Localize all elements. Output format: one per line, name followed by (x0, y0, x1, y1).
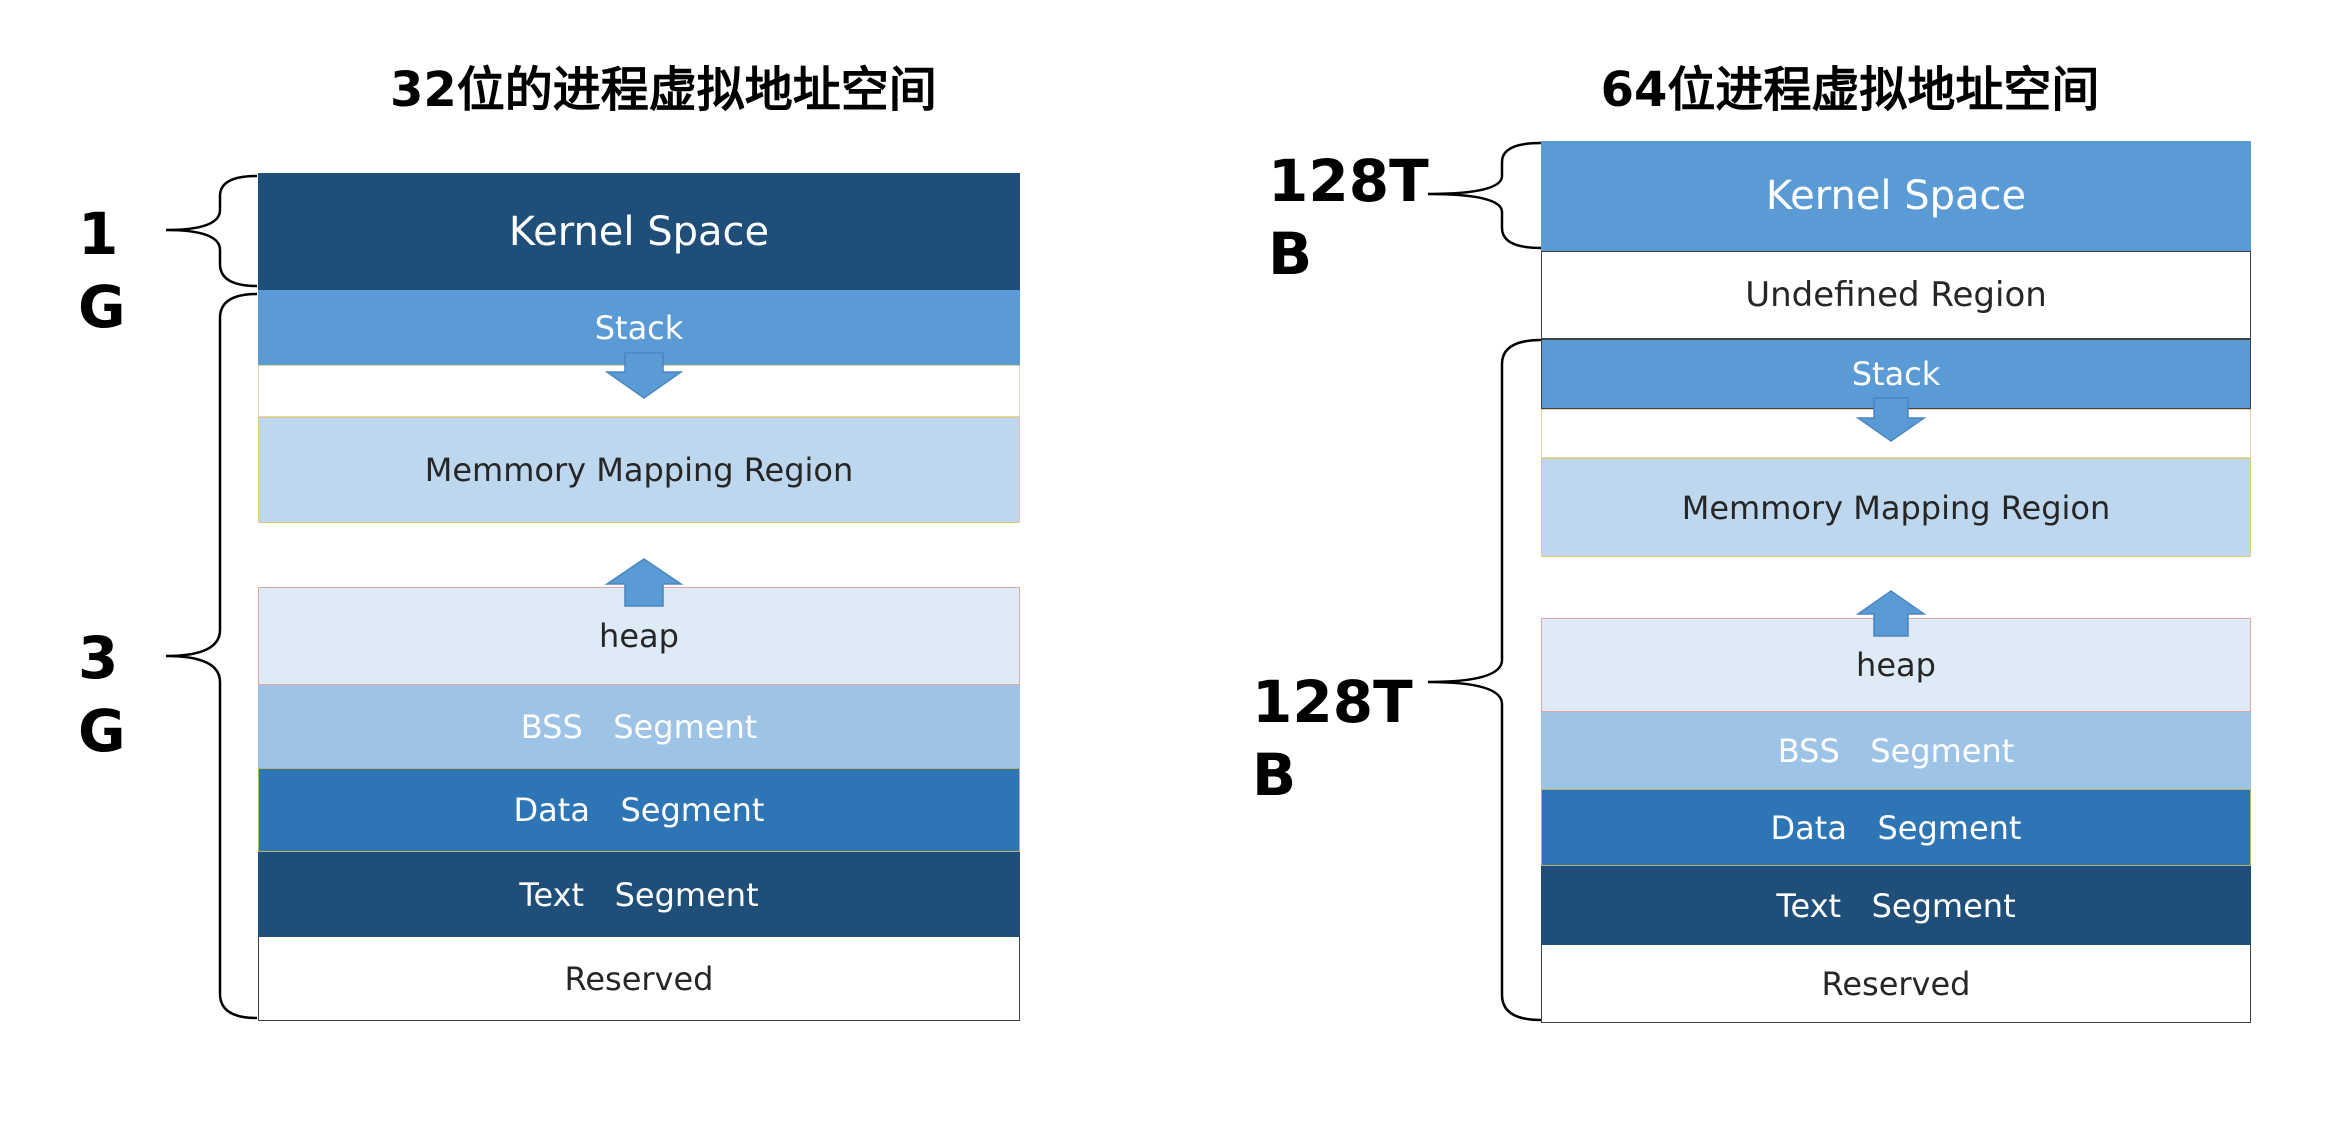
left-kernel-size-line1: 1 (78, 200, 119, 268)
right-text-segment: Text Segment (1541, 866, 2251, 945)
right-user-size-label: 128T B (1252, 666, 1413, 811)
right-user-size-line2: B (1252, 740, 1297, 809)
right-kernel-size-label: 128T B (1268, 145, 1429, 290)
left-kernel-size-label: 1 G (78, 198, 126, 343)
right-kernel-space-segment: Kernel Space (1541, 141, 2251, 251)
right-heap-up-arrow-icon (1855, 590, 1927, 637)
left-user-size-line1: 3 (78, 624, 119, 692)
left-kernel-size-line2: G (78, 272, 126, 341)
left-text-segment: Text Segment (258, 852, 1020, 937)
right-diagram-title: 64位进程虚拟地址空间 (1600, 62, 2100, 118)
right-user-size-line1: 128T (1252, 668, 1413, 736)
left-data-segment: Data Segment (258, 768, 1020, 852)
left-user-size-label: 3 G (78, 622, 126, 767)
left-kernel-brace (165, 174, 258, 288)
right-data-segment: Data Segment (1541, 789, 2251, 866)
left-bss-segment: BSS Segment (258, 685, 1020, 768)
left-address-space-stack: Kernel Space Stack Memmory Mapping Regio… (258, 173, 1020, 1021)
left-reserved-segment: Reserved (258, 937, 1020, 1021)
left-heap-up-arrow-icon (604, 558, 684, 607)
right-kernel-brace (1427, 141, 1542, 250)
left-stack-down-arrow-icon (604, 352, 684, 399)
right-bss-segment: BSS Segment (1541, 712, 2251, 789)
left-mmap-segment: Memmory Mapping Region (258, 417, 1020, 523)
left-user-size-line2: G (78, 696, 126, 765)
right-kernel-size-line2: B (1268, 219, 1313, 288)
right-mmap-segment: Memmory Mapping Region (1541, 458, 2251, 557)
right-address-space-stack: Kernel Space Undefined Region Stack Memm… (1541, 141, 2251, 1023)
right-user-brace (1427, 338, 1542, 1022)
left-user-brace (165, 292, 258, 1020)
right-stack-down-arrow-icon (1855, 397, 1927, 442)
left-kernel-space-segment: Kernel Space (258, 173, 1020, 290)
left-diagram-title: 32位的进程虚拟地址空间 (390, 62, 937, 118)
right-undefined-region-segment: Undefined Region (1541, 251, 2251, 339)
right-kernel-size-line1: 128T (1268, 147, 1429, 215)
right-reserved-segment: Reserved (1541, 945, 2251, 1023)
